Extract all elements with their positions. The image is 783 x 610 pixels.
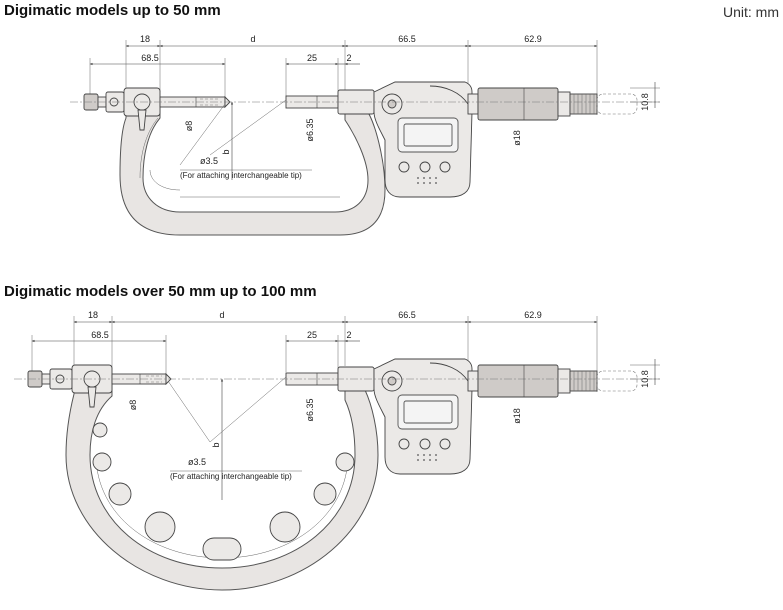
unit-label: Unit: mm <box>723 4 779 20</box>
dim-62-9: 62.9 <box>524 310 542 320</box>
section-1-heading: Digimatic models up to 50 mm <box>4 2 221 19</box>
dim-10-8: 10.8 <box>640 370 650 388</box>
dim-68-5: 68.5 <box>91 330 109 340</box>
dim-b: b <box>221 149 231 154</box>
section-2-heading: Digimatic models over 50 mm up to 100 mm <box>4 283 317 300</box>
dim-66-5: 66.5 <box>398 310 416 320</box>
dim-18: 18 <box>140 34 150 44</box>
dim-phi3-5: ø3.5 <box>200 156 218 166</box>
dim-phi8: ø8 <box>128 400 138 411</box>
tip-note: (For attaching interchangeable tip) <box>170 472 292 481</box>
dim-10-8: 10.8 <box>640 93 650 111</box>
dim-2: 2 <box>346 53 351 63</box>
dim-phi6-35: ø6.35 <box>305 118 315 141</box>
dim-66-5: 66.5 <box>398 34 416 44</box>
dim-phi18: ø18 <box>512 408 522 424</box>
dim-phi3-5: ø3.5 <box>188 457 206 467</box>
dim-18: 18 <box>88 310 98 320</box>
dim-d: d <box>250 34 255 44</box>
micrometer-drawing-1: 18 d 66.5 62.9 68.5 25 2 <box>70 34 660 236</box>
tip-note: (For attaching interchangeable tip) <box>180 171 302 180</box>
dim-25: 25 <box>307 53 317 63</box>
micrometer-drawing-2: 18 d 66.5 62.9 68.5 25 2 <box>14 310 660 591</box>
dim-25: 25 <box>307 330 317 340</box>
dim-68-5: 68.5 <box>141 53 159 63</box>
dim-phi18: ø18 <box>512 130 522 146</box>
dim-2: 2 <box>346 330 351 340</box>
dim-b: b <box>211 442 221 447</box>
dim-phi6-35: ø6.35 <box>305 398 315 421</box>
dim-d: d <box>219 310 224 320</box>
dim-62-9: 62.9 <box>524 34 542 44</box>
dim-phi8: ø8 <box>184 121 194 132</box>
